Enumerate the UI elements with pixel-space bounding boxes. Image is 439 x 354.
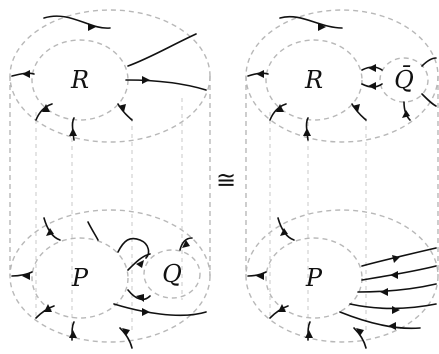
left-bot-arrow-9 (182, 240, 190, 248)
right-top-arrow-3 (276, 104, 284, 112)
right-top-strand-3 (269, 103, 287, 121)
right-top-arrow-7 (368, 82, 376, 90)
right-top-strand-1 (279, 15, 343, 29)
right-bot-arrow-4 (305, 330, 313, 338)
left-top-arrow-3 (142, 76, 150, 84)
right-bot-arrow-5 (392, 255, 400, 263)
left-bot-arrow-11 (122, 328, 130, 336)
right-bot-arrow-6 (390, 271, 398, 279)
left-bot-strand-10 (113, 303, 207, 317)
right-top-strand-10 (403, 101, 411, 121)
left-bot-arrow-7 (136, 294, 144, 302)
right-top-arrow-1 (318, 23, 326, 31)
right-top-arrow-5 (352, 104, 360, 112)
left-top-arrow-1 (88, 23, 96, 31)
right-bot-arrow-2 (256, 272, 264, 280)
left-top-arrow-7 (118, 104, 126, 112)
left-bot-arrow-3 (22, 272, 30, 280)
right-top-strand-4 (305, 117, 309, 141)
right-label-Qbar: Q̄ (394, 66, 414, 94)
left-bot-strand-9 (179, 237, 193, 251)
left-bot-arrow-10 (142, 308, 150, 316)
right-bot-arrow-7 (380, 288, 388, 296)
left-bot-strand-11 (119, 327, 133, 349)
left-bot-arrow-5 (69, 330, 77, 338)
right-cylinder: R Q̄ P (245, 9, 439, 349)
right-bot-strand-7 (357, 283, 437, 293)
left-top-strand-2 (127, 33, 197, 67)
left-bot-arrow-1 (46, 228, 54, 236)
right-top-arrow-4 (303, 128, 311, 136)
left-top-strand-6 (71, 117, 75, 141)
right-top-strand-8 (421, 57, 437, 67)
right-disk-R (265, 39, 363, 121)
left-bot-strand-8 (117, 237, 150, 259)
right-disk-Qbar (379, 57, 429, 103)
left-bot-arrow-4 (44, 304, 52, 312)
right-label-R: R (304, 66, 323, 94)
right-top-arrow-6 (368, 64, 376, 72)
right-bot-arrow-8 (392, 306, 400, 314)
left-top-arrow-4 (22, 70, 30, 78)
left-top-arrow-5 (42, 104, 50, 112)
left-top-strand-3 (125, 79, 207, 91)
right-label-P: P (305, 264, 323, 292)
left-cylinder: R P Q (9, 9, 211, 349)
left-top-strand-1 (43, 15, 111, 29)
left-disk-P (31, 237, 129, 319)
left-bot-strand-1 (43, 217, 61, 241)
right-bot-strand-6 (361, 265, 437, 281)
right-bot-arrow-3 (278, 304, 286, 312)
right-top-arrow-10 (402, 110, 410, 118)
left-disk-Q (143, 249, 201, 299)
left-bot-strand-2 (87, 221, 99, 241)
right-bot-strand-9 (339, 311, 421, 330)
right-bot-arrow-1 (280, 228, 288, 236)
right-bot-arrow-9 (388, 322, 396, 330)
left-top-arrow-6 (69, 128, 77, 136)
right-bot-strand-10 (353, 327, 367, 349)
isomorphism-symbol: ≅ (216, 166, 236, 194)
right-bot-arrow-10 (356, 328, 364, 336)
right-top-arrow-2 (256, 70, 264, 78)
right-disk-P (265, 237, 363, 319)
left-label-R: R (70, 66, 89, 94)
left-label-Q: Q (162, 260, 182, 288)
right-top-strand-9 (421, 93, 437, 107)
left-top-outer-disk (9, 9, 211, 143)
left-bot-strand-7 (127, 289, 151, 301)
left-top-strand-5 (35, 103, 53, 121)
right-bot-strand-1 (277, 217, 295, 241)
left-label-P: P (71, 264, 89, 292)
left-bot-strand-3 (11, 271, 33, 277)
right-bottom-outer-disk (245, 209, 439, 343)
left-bot-arrow-6 (136, 260, 144, 268)
